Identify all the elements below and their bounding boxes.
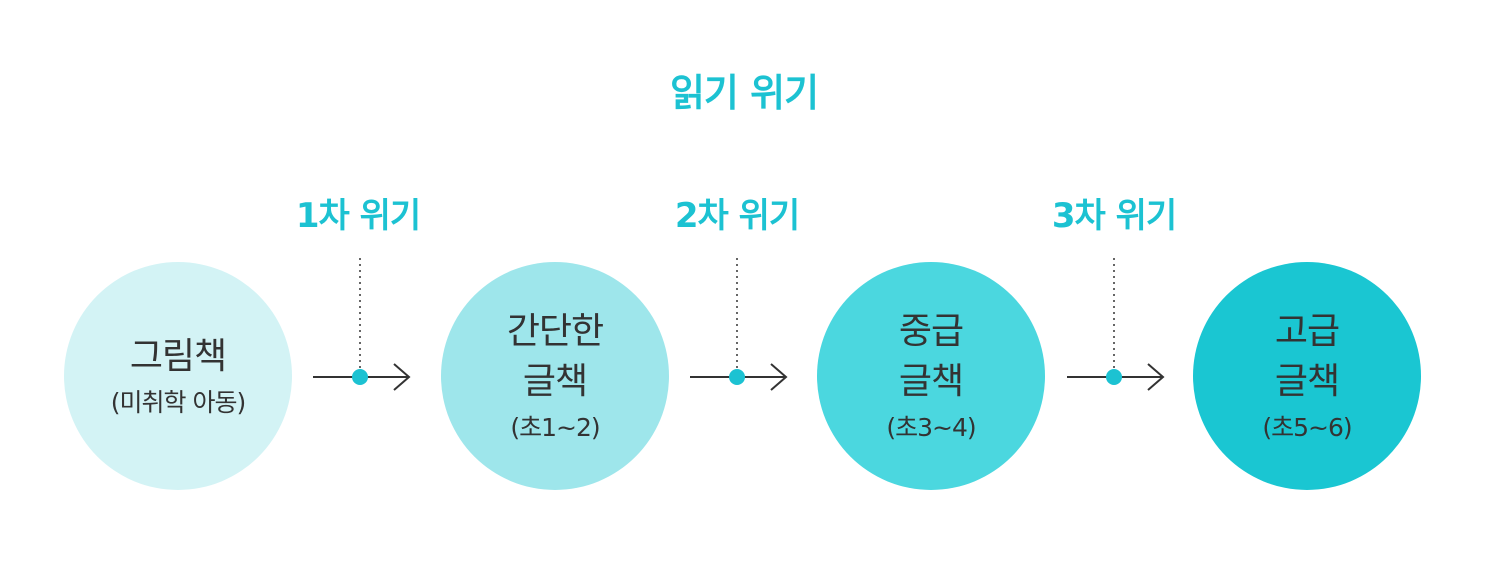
connector-3 <box>1067 258 1165 391</box>
crisis-label-2: 2차 위기 <box>674 196 800 236</box>
connector-2 <box>690 258 788 391</box>
crisis-dot-3 <box>1106 369 1122 385</box>
crisis-dot-1 <box>352 369 368 385</box>
diagram-title: 읽기 위기 <box>669 71 819 115</box>
stage-circle-intermediate-text: 중급 글책 (초3~4) <box>817 262 1045 490</box>
stage-sub-label: (초3~4) <box>886 413 976 442</box>
crisis-label-3: 3차 위기 <box>1051 196 1177 236</box>
stage-circle-simple-text: 간단한 글책 (초1~2) <box>441 262 669 490</box>
stage-sub-label: (초5~6) <box>1262 413 1352 442</box>
connector-1 <box>313 258 411 391</box>
arrow-head-2 <box>770 363 788 391</box>
stage-main-label: 그림책 <box>129 336 227 377</box>
crisis-label-1: 1차 위기 <box>295 196 421 236</box>
stage-sub-label: (미취학 아동) <box>110 388 246 417</box>
stage-main-label: 고급 글책 <box>1274 311 1340 402</box>
stage-main-label: 중급 글책 <box>898 311 964 402</box>
crisis-dot-2 <box>729 369 745 385</box>
stage-circle-picture-book: 그림책 (미취학 아동) <box>64 262 292 490</box>
stage-circle-advanced-text: 고급 글책 (초5~6) <box>1193 262 1421 490</box>
stage-sub-label: (초1~2) <box>510 413 600 442</box>
arrow-head-3 <box>1147 363 1165 391</box>
arrow-head-1 <box>393 363 411 391</box>
stage-main-label: 간단한 글책 <box>506 311 604 402</box>
